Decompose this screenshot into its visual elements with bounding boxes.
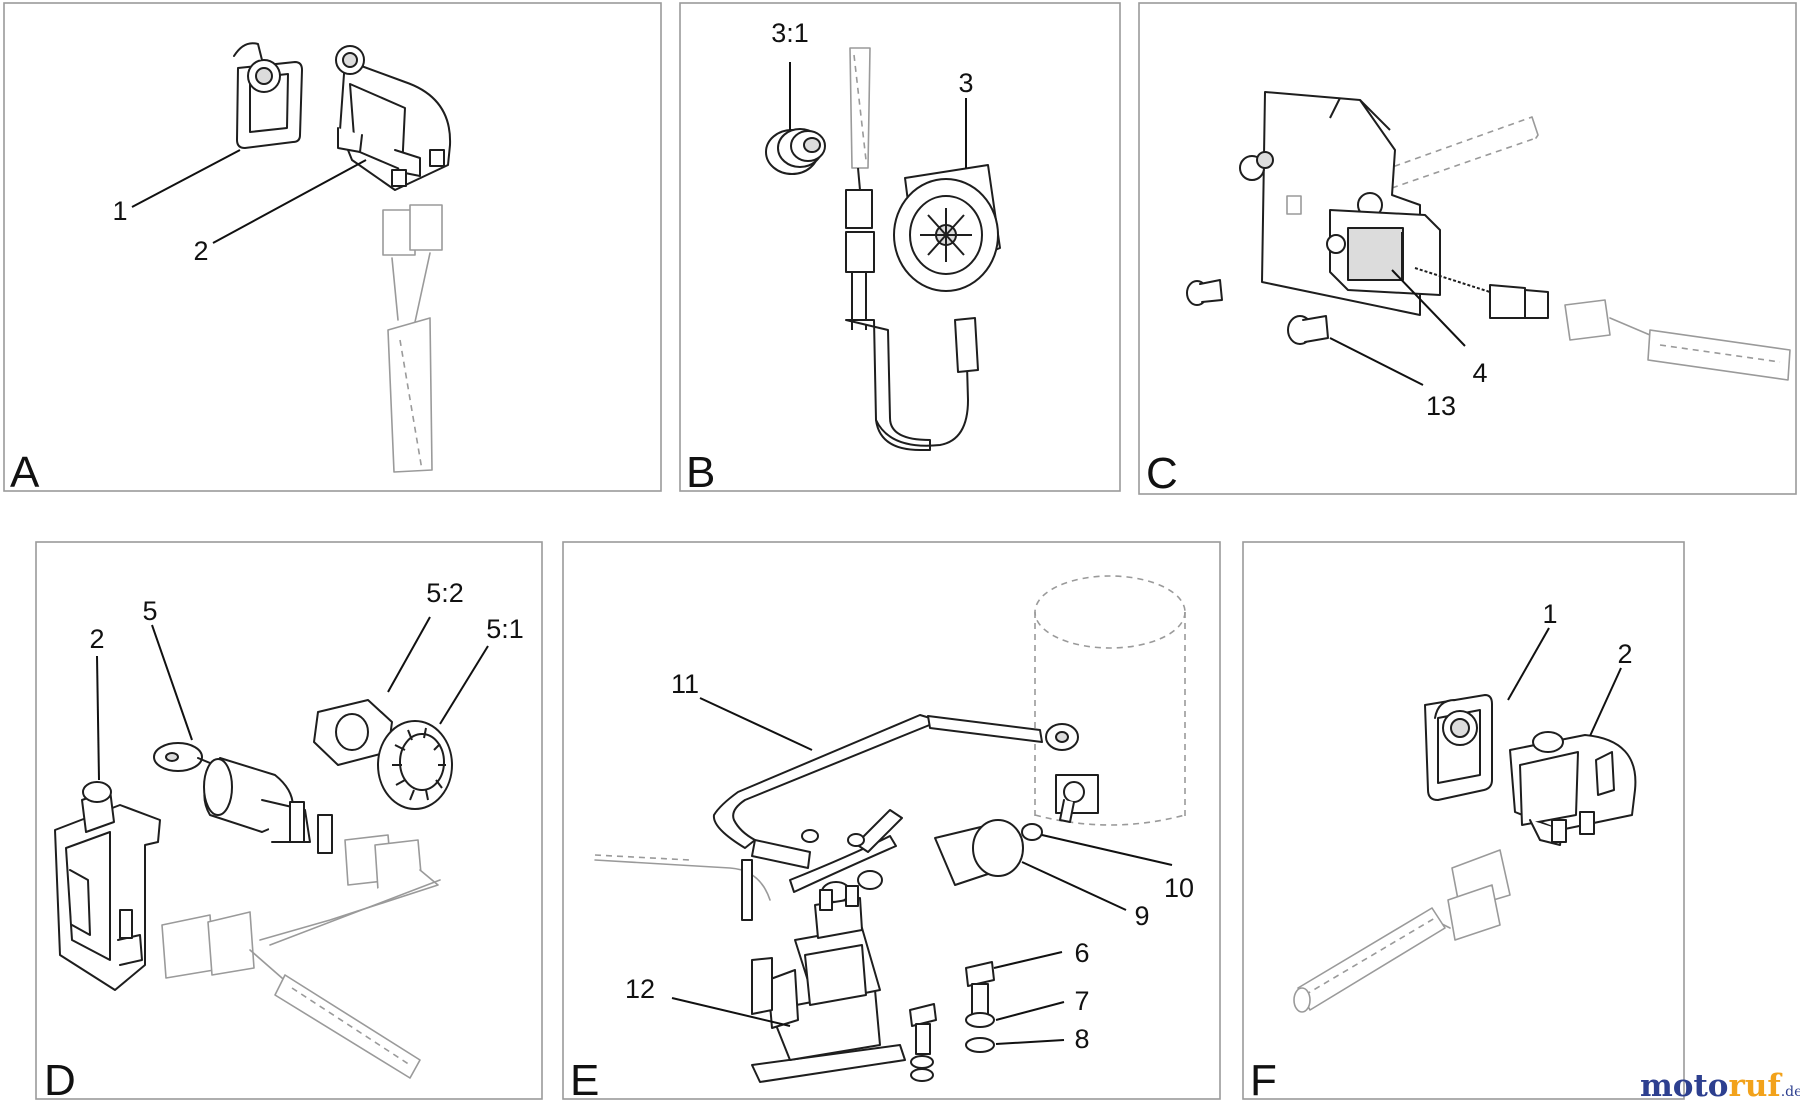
nut-part: [1021, 823, 1043, 841]
solenoid-part: [741, 859, 906, 1083]
callout-label: 3:1: [771, 18, 809, 48]
callout-label: 2: [89, 624, 104, 654]
screw-part: [1186, 279, 1329, 345]
engine-outline: [1034, 575, 1186, 826]
watermark-logo: motoruf.de: [1640, 1068, 1800, 1104]
cable-part: [594, 809, 903, 903]
callout-label: 11: [671, 669, 699, 699]
harness-part: [161, 834, 441, 1079]
bezel-part: [1424, 694, 1493, 801]
callout-label: 5: [142, 596, 157, 626]
panel-b: 3:1 3 B: [679, 2, 1121, 497]
harness-part: [382, 204, 443, 473]
washer-part: [377, 720, 453, 810]
spring-part: [765, 128, 826, 175]
bezel-part: [233, 42, 303, 149]
callout-label: 13: [1426, 391, 1456, 421]
key-switch-part: [153, 742, 333, 854]
bolt-part: [909, 961, 995, 1082]
watermark-part2: ruf: [1728, 1068, 1782, 1104]
callout-label: 1: [1542, 599, 1557, 629]
callout-label: 10: [1164, 873, 1194, 903]
switch-part: [1509, 731, 1637, 846]
terminal-part: [1055, 774, 1099, 823]
callout-label: 5:2: [426, 578, 464, 608]
panel-letter: B: [686, 448, 715, 497]
spring-part: [1414, 267, 1549, 319]
callout-label: 2: [1617, 639, 1632, 669]
panel-e: 11 10 9 6 7 8 12 E: [562, 541, 1221, 1105]
callout-label: 2: [193, 236, 208, 266]
svg-text:motoruf.de: motoruf.de: [1640, 1068, 1800, 1104]
panel-d: 2 5 5:2 5:1 D: [35, 541, 543, 1105]
harness-part: [845, 47, 979, 451]
callout-label: 12: [625, 974, 655, 1004]
panel-letter: D: [44, 1056, 76, 1105]
callout-label: 6: [1074, 938, 1089, 968]
callout-label: 9: [1134, 901, 1149, 931]
switch-part: [54, 781, 161, 991]
switch-part: [1326, 209, 1441, 296]
panel-letter: F: [1250, 1056, 1277, 1105]
panel-f: 1 2 F: [1242, 541, 1685, 1105]
switch-part: [335, 45, 452, 191]
panel-a: 1 2 A: [3, 2, 662, 497]
panel-letter: E: [570, 1056, 599, 1105]
watermark-part1: moto: [1640, 1068, 1728, 1104]
callout-label: 1: [112, 196, 127, 226]
panel-c: 4 13 C: [1138, 2, 1797, 498]
harness-part: [1293, 849, 1511, 1013]
cap-part: [934, 819, 1024, 886]
watermark-suffix: .de: [1781, 1084, 1800, 1100]
callout-label: 3: [958, 68, 973, 98]
callout-label: 7: [1074, 986, 1089, 1016]
buzzer-part: [893, 164, 1001, 292]
panel-letter: C: [1146, 449, 1178, 498]
harness-part: [1564, 299, 1791, 381]
cable-part: [712, 714, 1079, 869]
callout-label: 4: [1472, 358, 1487, 388]
panel-letter: A: [10, 448, 40, 497]
callout-label: 8: [1074, 1024, 1089, 1054]
callout-label: 5:1: [486, 614, 524, 644]
